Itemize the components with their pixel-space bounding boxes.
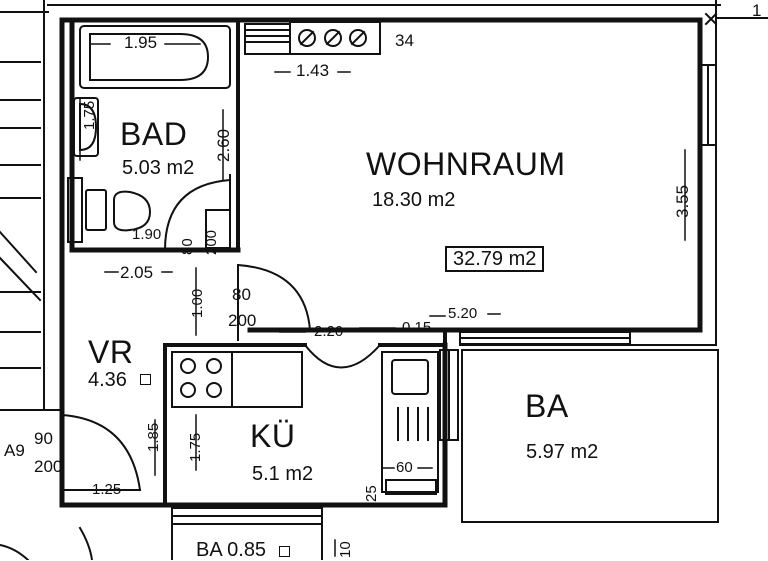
dim-left-90: 90 bbox=[34, 429, 53, 448]
dim-vr-205: 2.05 bbox=[120, 263, 154, 282]
vr-area-box-icon bbox=[140, 374, 151, 385]
dimension-lines bbox=[74, 43, 686, 557]
wohnraum-door bbox=[236, 263, 382, 369]
balcony-outline bbox=[461, 349, 719, 523]
interior-walls bbox=[163, 18, 447, 507]
dim-bad-175: 1.75 bbox=[81, 100, 98, 130]
room-area-wohnraum: 18.30 m2 bbox=[372, 189, 456, 211]
dim-left-a9: A9 bbox=[4, 441, 25, 460]
dim-520: 5.20 bbox=[448, 305, 478, 322]
dim-shaft-34: 34 bbox=[395, 31, 414, 50]
small-balcony bbox=[78, 507, 323, 560]
outer-walls bbox=[59, 17, 703, 508]
dim-015: 0.15 bbox=[402, 319, 432, 336]
window-right bbox=[699, 64, 717, 146]
bath-sink bbox=[73, 97, 99, 157]
dim-vr-185: 1.85 bbox=[145, 422, 162, 452]
dim-bad-190: 1.90 bbox=[132, 226, 162, 243]
dim-bathtub-length: 1.95 bbox=[124, 33, 158, 52]
dim-vr-100: 1.00 bbox=[189, 288, 206, 318]
dim-top-right-1: 1 bbox=[752, 1, 762, 20]
room-name-vr: VR bbox=[88, 334, 134, 370]
room-name-kue: KÜ bbox=[250, 418, 296, 454]
room-name-bad: BAD bbox=[120, 116, 188, 152]
dim-door-200b: 200 bbox=[228, 311, 257, 330]
small-balcony-box-icon bbox=[279, 546, 290, 557]
toilet bbox=[67, 177, 152, 243]
stove bbox=[171, 351, 303, 408]
dim-door-200a: 200 bbox=[203, 229, 220, 255]
dim-bottom-10: 10 bbox=[337, 541, 354, 558]
dim-door-80a: 80 bbox=[179, 238, 196, 255]
dim-143: 1.43 bbox=[296, 61, 330, 80]
dim-vr-125: 1.25 bbox=[92, 481, 122, 498]
dim-220: 2.20 bbox=[314, 323, 344, 340]
bad-door bbox=[163, 174, 232, 252]
dim-ku-175: 1.75 bbox=[187, 432, 204, 462]
room-area-bad: 5.03 m2 bbox=[122, 157, 195, 179]
stair-hatch bbox=[0, 0, 63, 560]
room-area-vr: 4.36 bbox=[88, 369, 127, 391]
dim-ku-25: 25 bbox=[363, 485, 380, 502]
room-area-kue: 5.1 m2 bbox=[252, 463, 314, 485]
window-kitchen bbox=[439, 331, 631, 441]
entry-door bbox=[60, 413, 142, 492]
dim-bad-260: 2.60 bbox=[214, 128, 233, 162]
dim-ku-60: 60 bbox=[396, 459, 413, 476]
room-name-ba: BA bbox=[525, 388, 569, 424]
total-area-box: 32.79 m2 bbox=[445, 246, 545, 272]
shaft bbox=[244, 21, 381, 55]
room-area-ba: 5.97 m2 bbox=[526, 441, 599, 463]
kitchen-sink bbox=[381, 351, 439, 495]
dim-left-200: 200 bbox=[34, 457, 63, 476]
small-balcony-label: BA 0.85 bbox=[196, 539, 267, 561]
dim-right-355: 3.55 bbox=[673, 184, 692, 218]
dim-door-80b: 80 bbox=[232, 285, 251, 304]
room-name-wohnraum: WOHNRAUM bbox=[366, 146, 566, 182]
bathtub bbox=[79, 25, 231, 89]
